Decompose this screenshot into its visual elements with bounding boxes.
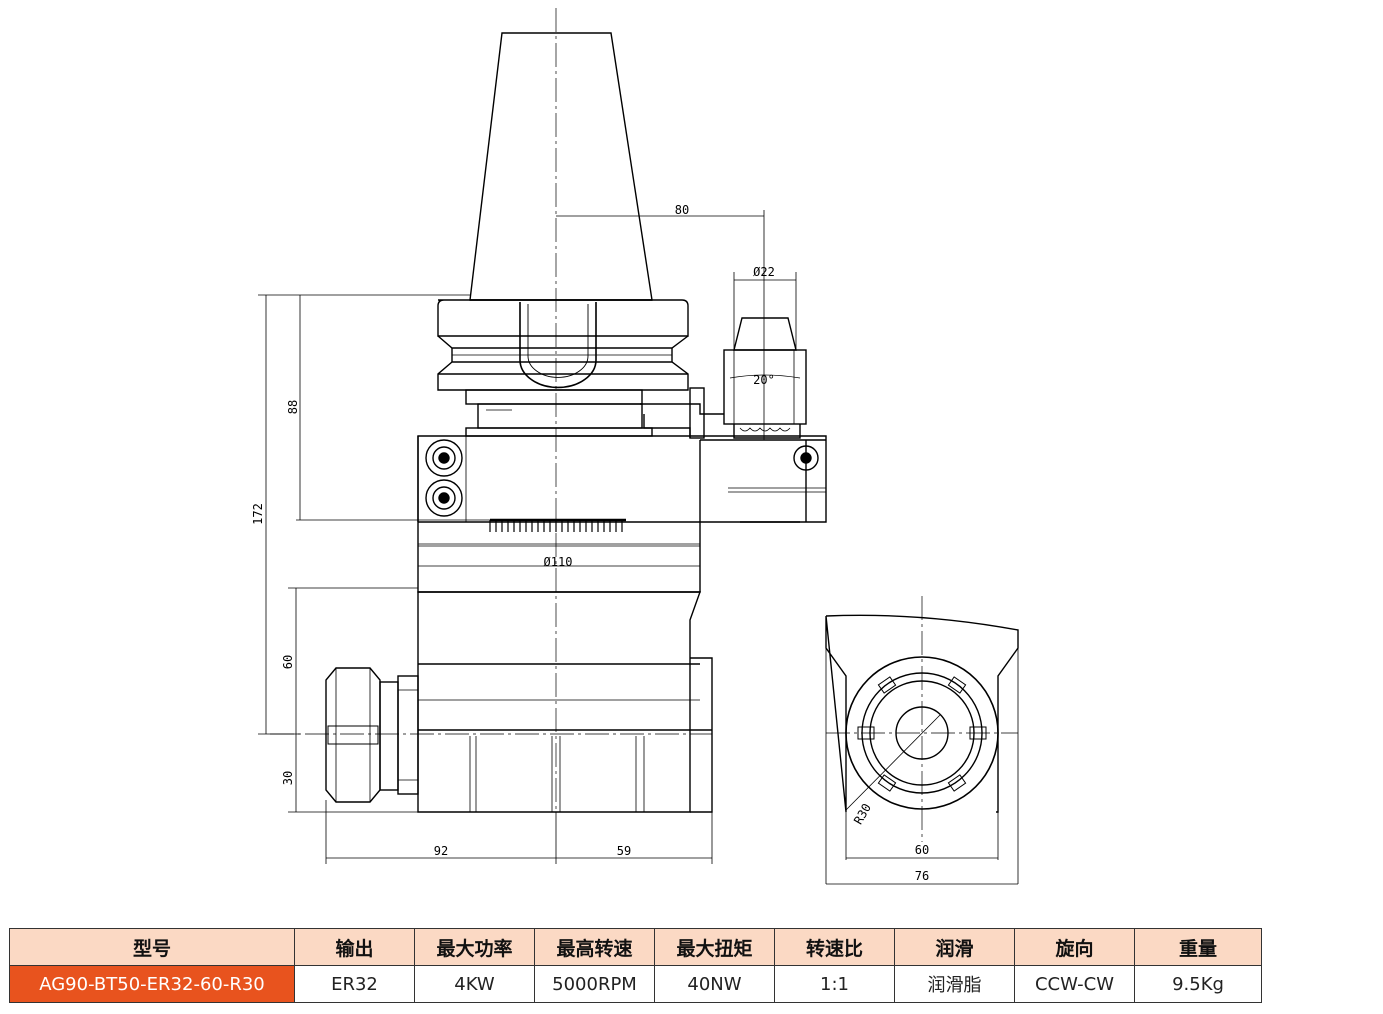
flange xyxy=(437,299,689,391)
spec-table: 型号 输出 最大功率 最高转速 最大扭矩 转速比 润滑 旋向 重量 AG90-B… xyxy=(9,928,1262,1003)
header-lubrication: 润滑 xyxy=(894,928,1015,966)
dim-172: 172 xyxy=(251,503,265,525)
header-weight: 重量 xyxy=(1134,928,1262,966)
dim-80: 80 xyxy=(675,203,689,217)
value-weight: 9.5Kg xyxy=(1134,965,1262,1003)
header-max-power: 最大功率 xyxy=(414,928,535,966)
dim-59: 59 xyxy=(617,844,631,858)
value-lubrication: 润滑脂 xyxy=(894,965,1015,1003)
dim-r30: R30 xyxy=(851,801,874,827)
header-model: 型号 xyxy=(9,928,295,966)
value-model: AG90-BT50-ER32-60-R30 xyxy=(9,965,295,1003)
value-ratio: 1:1 xyxy=(774,965,895,1003)
dim-60-vertical: 60 xyxy=(281,655,295,669)
side-view xyxy=(825,596,1019,885)
header-max-speed: 最高转速 xyxy=(534,928,655,966)
spec-value-row: AG90-BT50-ER32-60-R30 ER32 4KW 5000RPM 4… xyxy=(9,965,1262,1003)
lower-housing xyxy=(417,591,713,813)
header-output: 输出 xyxy=(294,928,415,966)
value-max-speed: 5000RPM xyxy=(534,965,655,1003)
header-ratio: 转速比 xyxy=(774,928,895,966)
dim-30: 30 xyxy=(281,771,295,785)
header-max-torque: 最大扭矩 xyxy=(654,928,775,966)
main-body xyxy=(417,435,827,593)
dim-dia110: Ø110 xyxy=(544,555,573,569)
value-rotation: CCW-CW xyxy=(1014,965,1135,1003)
dim-80-lines xyxy=(556,210,765,440)
dim-20deg: 20° xyxy=(753,373,775,387)
dim-dia22: Ø22 xyxy=(753,265,775,279)
taper-shank xyxy=(469,32,653,301)
dim-76: 76 xyxy=(915,869,929,883)
spec-header-row: 型号 输出 最大功率 最高转速 最大扭矩 转速比 润滑 旋向 重量 xyxy=(9,928,1262,966)
dim-92: 92 xyxy=(434,844,448,858)
stop-block xyxy=(640,317,807,439)
dim-88: 88 xyxy=(286,400,300,414)
neck xyxy=(465,389,653,437)
technical-drawing: 80 Ø22 20° 88 172 Ø110 60 30 92 59 R30 6… xyxy=(251,8,1019,885)
value-max-torque: 40NW xyxy=(654,965,775,1003)
value-max-power: 4KW xyxy=(414,965,535,1003)
dim-60-horizontal: 60 xyxy=(915,843,929,857)
collet-nut xyxy=(325,667,419,803)
value-output: ER32 xyxy=(294,965,415,1003)
header-rotation: 旋向 xyxy=(1014,928,1135,966)
